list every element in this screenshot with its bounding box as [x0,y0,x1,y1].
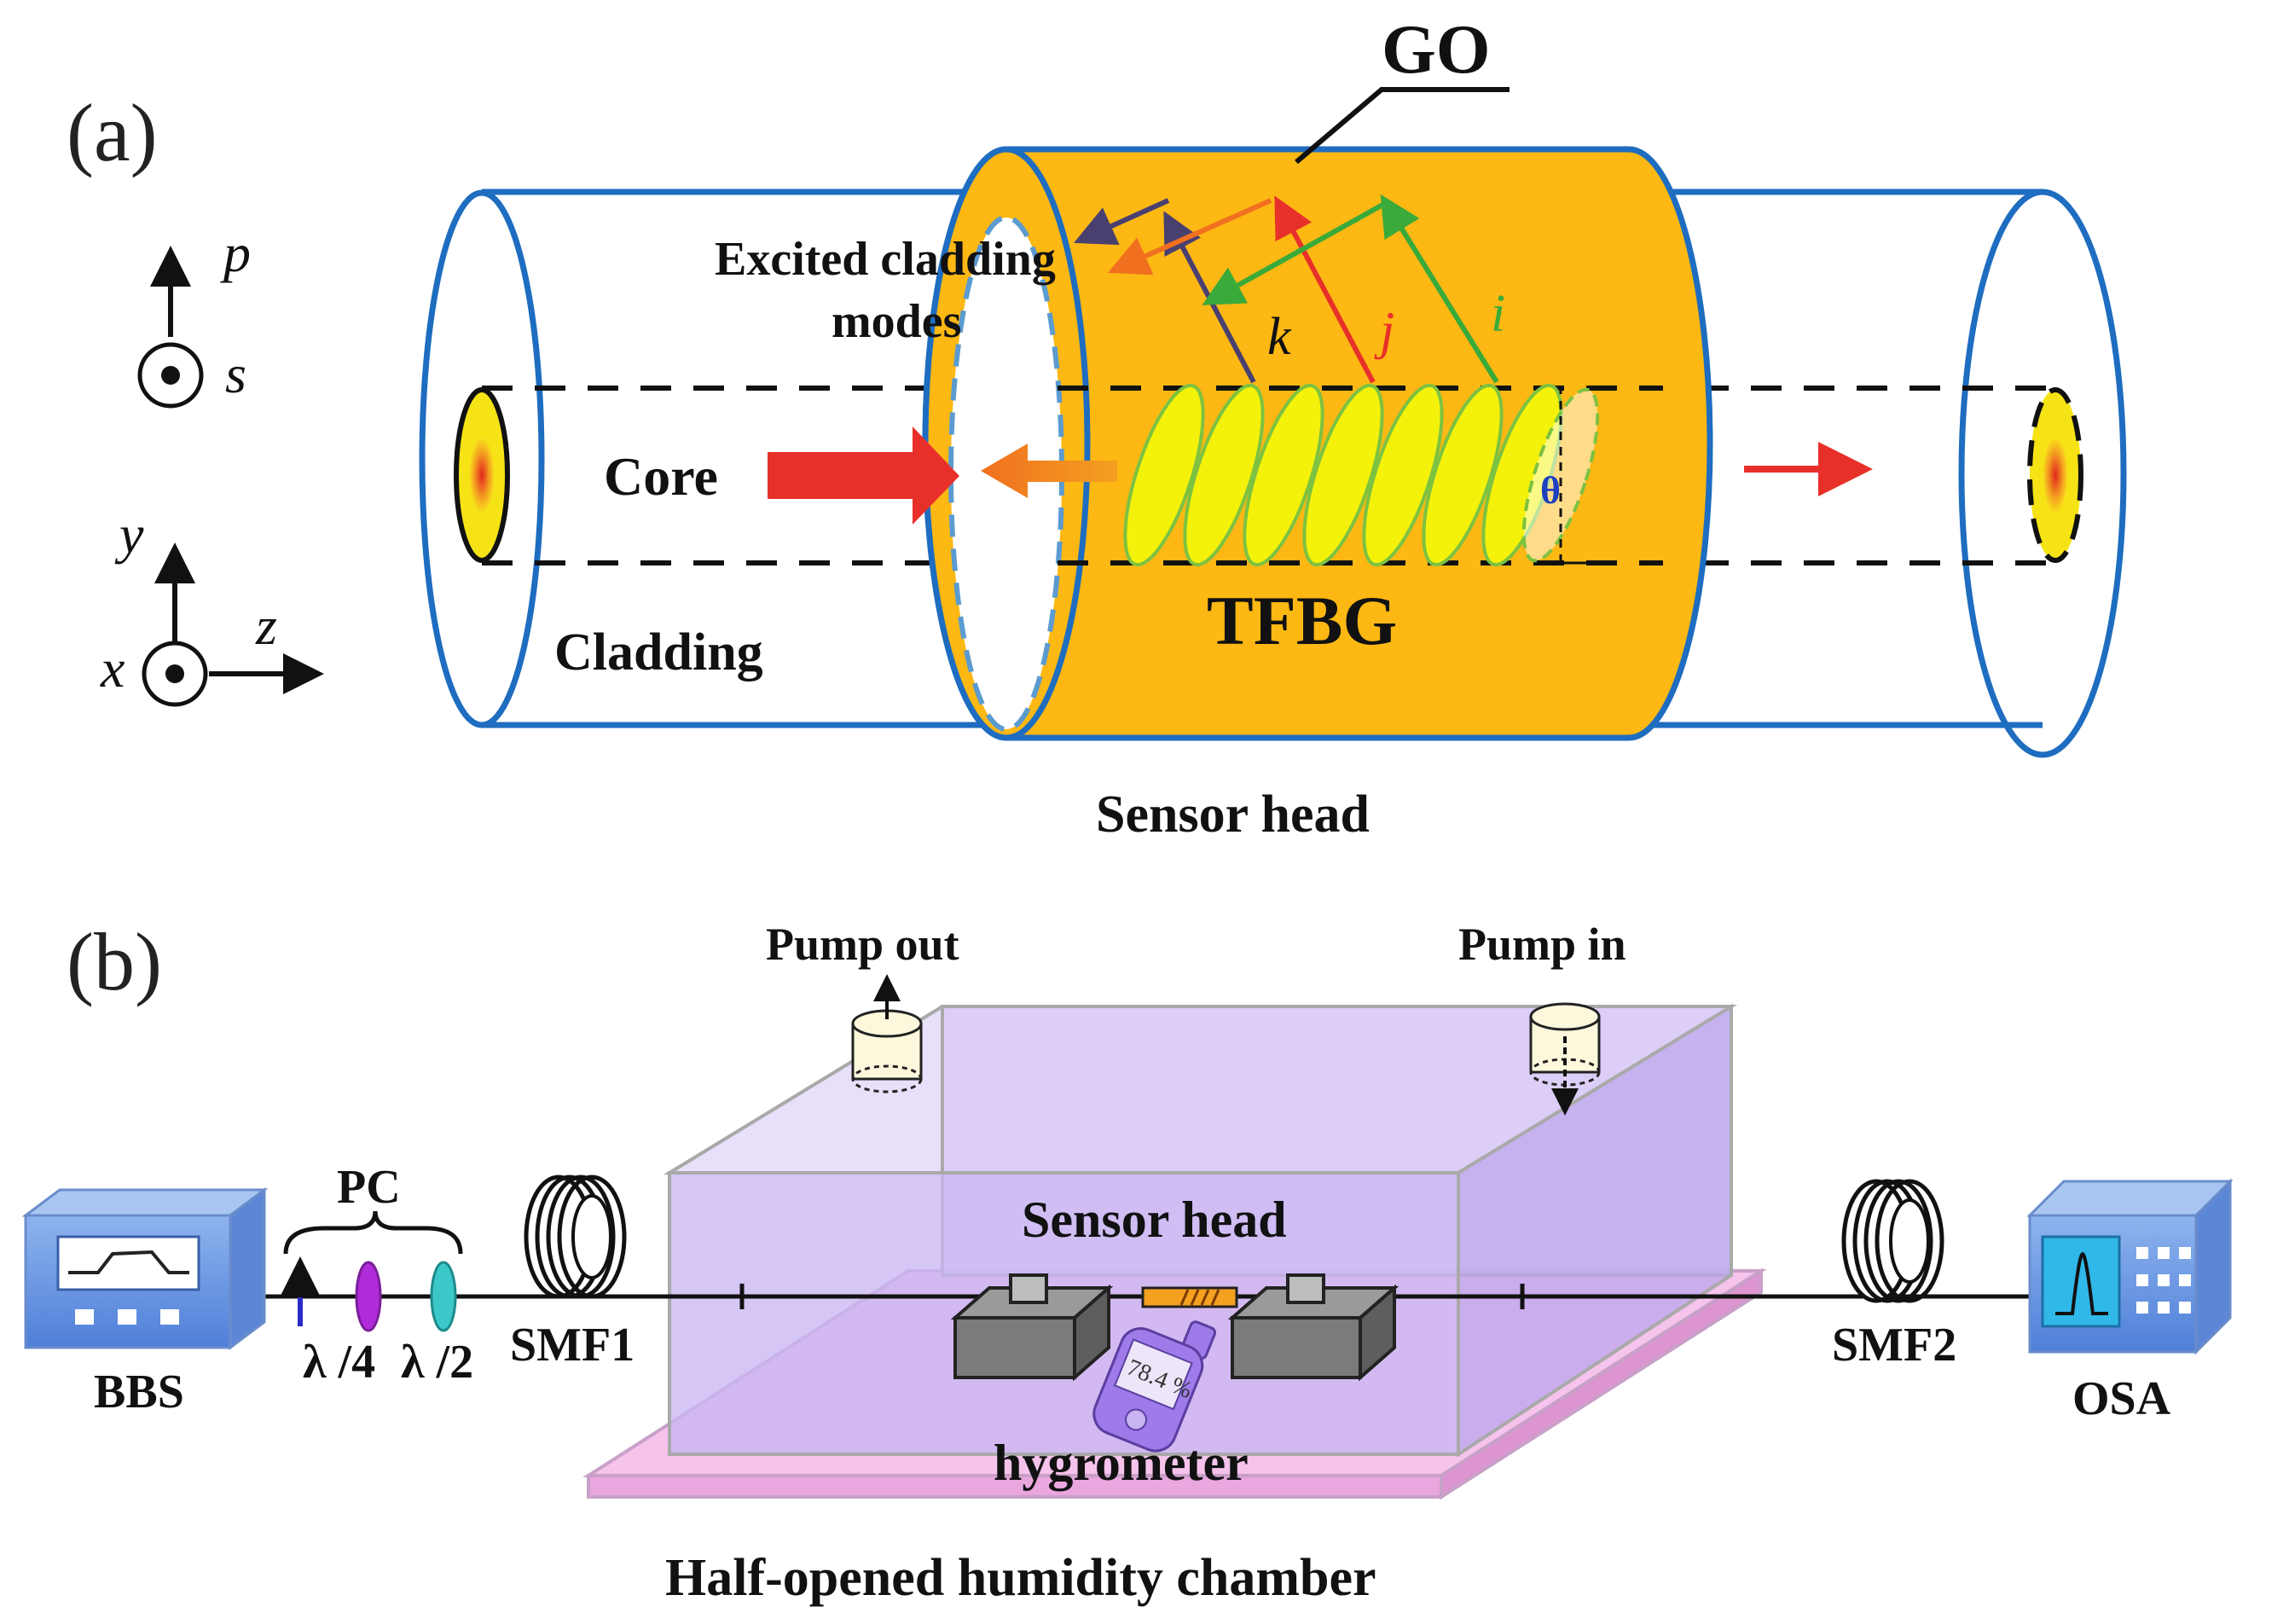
go-callout: GO [1295,10,1510,165]
pump-in-label: Pump in [1458,919,1626,970]
sensor-head-label-b: Sensor head [1022,1192,1287,1248]
propagation-arrows [768,426,1873,525]
go-label: GO [1382,10,1491,88]
quarter-wave-plate [355,1261,382,1332]
panel-a-tag: (a) [67,87,158,178]
fiber-core-dashed [454,386,2083,566]
excited-mode-rays: k j i [1074,194,1505,384]
hygrometer: 78.4 % [1092,1320,1217,1453]
pc-label: PC [337,1161,401,1214]
mode-k-label: k [1267,308,1292,366]
bbs-label: BBS [94,1366,184,1418]
reflected-light-arrow [981,444,1117,498]
pump-in-port [1529,1002,1601,1116]
ps-orientation-indicator: p s [137,223,251,409]
s-axis-label: s [225,344,246,404]
x-axis-label: x [100,638,125,699]
tfbg-label: TFBG [1207,582,1397,659]
osa-label: OSA [2072,1372,2171,1425]
panel-b-tag: (b) [67,916,162,1007]
fiber-holder-right [1227,1273,1399,1382]
hygrometer-label: hygrometer [994,1435,1249,1491]
smf2-label: SMF2 [1832,1319,1956,1372]
polarization-controller [280,1210,463,1332]
p-axis-label: p [220,223,251,283]
z-axis-label: z [255,595,277,656]
incident-light-arrow [768,426,959,525]
half-wave-label: λ /2 [401,1336,473,1389]
tfbg-grating: θ [1123,383,1600,567]
pump-out-port [851,974,923,1093]
sensor-head-element [1141,1286,1238,1308]
y-axis-label: y [114,504,144,565]
bbs-instrument [21,1187,269,1350]
core-label: Core [604,446,718,507]
smf2-coil [1841,1179,1944,1303]
excited-modes-label-line1: Excited cladding [715,233,1056,286]
fiber-holder-left [950,1273,1114,1382]
panel-b: (b) Pump out Pump in [21,916,2234,1607]
cladding-label: Cladding [554,624,763,682]
excited-modes-label-line2: modes [832,295,961,348]
theta-label: θ [1540,468,1561,512]
sensor-head-label-a: Sensor head [1096,786,1370,844]
smf1-label: SMF1 [510,1319,635,1372]
mode-i-label: i [1491,285,1505,343]
chamber-label: Half-opened humidity chamber [665,1549,1376,1607]
quarter-wave-label: λ /4 [303,1336,375,1389]
panel-a: (a) p s y z x [67,10,2127,844]
humidity-chamber [663,1003,1738,1458]
osa-instrument [2026,1178,2234,1355]
smf1-coil [524,1174,627,1299]
pump-out-label: Pump out [766,919,959,970]
xyz-axes-indicator: y z x [100,504,324,707]
half-wave-plate [430,1261,457,1332]
